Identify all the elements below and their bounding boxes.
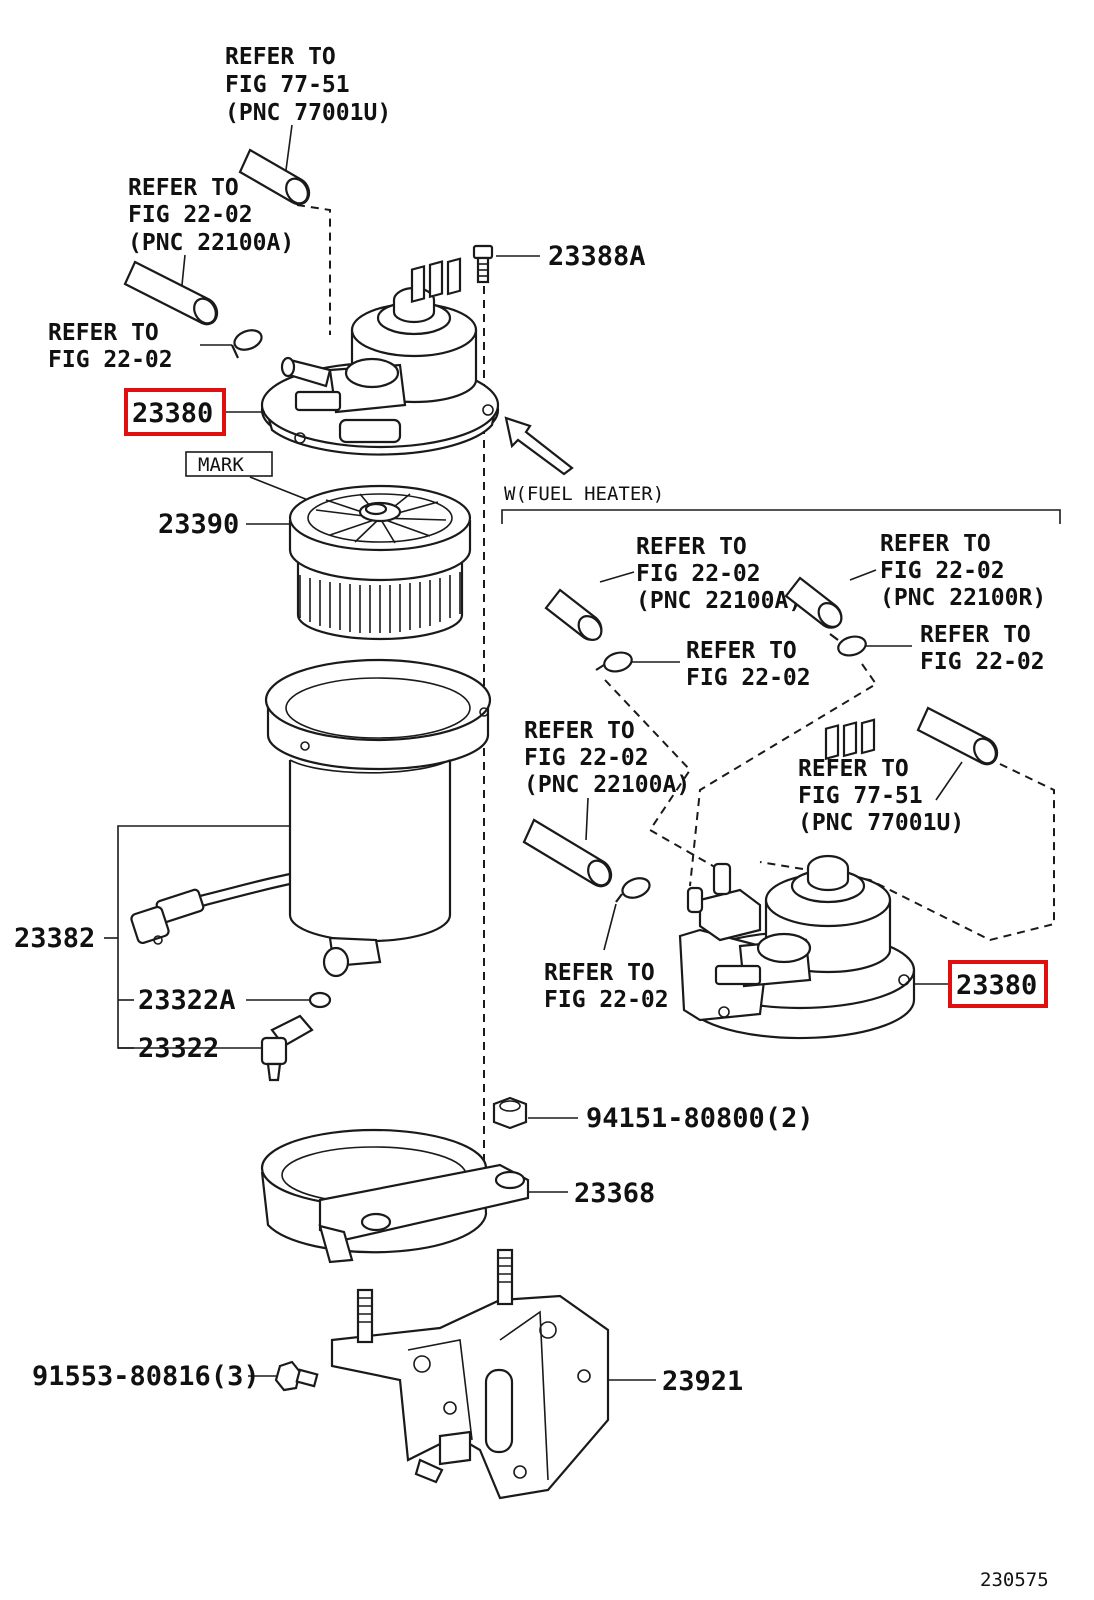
clamp-ring — [260, 1128, 530, 1264]
filter-cap-right — [678, 718, 916, 1040]
bolt-icon — [274, 1360, 319, 1392]
hose-icon — [522, 818, 613, 888]
ref-line: REFER TO — [636, 534, 747, 560]
clamp-icon — [231, 329, 263, 359]
part-23380-label-left: 23380 — [132, 398, 213, 429]
ref-22-02-clamp-top: REFER TO FIG 22-02 — [48, 320, 173, 373]
ref-line: FIG 22-02 — [544, 987, 669, 1013]
ref-line: FIG 22-02 — [636, 561, 761, 587]
o-ring-icon — [308, 991, 332, 1009]
filter-element — [288, 484, 472, 641]
ref-line: REFER TO — [225, 44, 336, 70]
ref-line: FIG 22-02 — [524, 745, 649, 771]
part-91553-label: 91553-80816(3) — [32, 1361, 260, 1392]
figure-id: 230575 — [980, 1569, 1049, 1591]
ref-22-02-clamp-w-left: REFER TO FIG 22-02 — [686, 638, 811, 691]
ref-line: FIG 22-02 — [686, 665, 811, 691]
ref-line: REFER TO — [920, 622, 1031, 648]
part-23921-label: 23921 — [662, 1366, 743, 1397]
ref-line: (PNC 22100A) — [636, 588, 802, 614]
bolt-icon — [472, 244, 494, 284]
clamp-icon — [615, 877, 651, 903]
part-23322-label: 23322 — [138, 1033, 219, 1064]
mark-label: MARK — [185, 451, 273, 477]
hose-icon — [238, 148, 311, 206]
ref-line: (PNC 77001U) — [798, 810, 964, 836]
arrow-icon — [504, 416, 574, 476]
ref-line: (PNC 22100A) — [524, 772, 690, 798]
highlight-box — [948, 960, 1048, 1008]
ref-line: (PNC 22100A) — [128, 230, 294, 256]
ref-line: REFER TO — [544, 960, 655, 986]
clamp-icon — [595, 651, 633, 673]
ref-line: REFER TO — [686, 638, 797, 664]
ref-22-02-a-top: REFER TO FIG 22-02 (PNC 22100A) — [128, 175, 294, 256]
ref-line: FIG 77-51 — [798, 783, 923, 809]
filter-bowl — [130, 658, 492, 978]
ref-77-51-top: REFER TO FIG 77-51 (PNC 77001U) — [225, 44, 391, 126]
ref-line: FIG 22-02 — [920, 649, 1045, 675]
ref-line: REFER TO — [880, 531, 991, 557]
svg-text:MARK: MARK — [198, 454, 244, 476]
highlight-box — [124, 388, 226, 436]
drain-plug-icon — [260, 1014, 314, 1082]
ref-77-51-w: REFER TO FIG 77-51 (PNC 77001U) — [798, 756, 964, 836]
hose-icon — [544, 588, 603, 641]
ref-22-02-a-w: REFER TO FIG 22-02 (PNC 22100A) — [636, 534, 802, 614]
part-23388A-label: 23388A — [548, 241, 646, 272]
ref-line: FIG 77-51 — [225, 72, 350, 98]
part-23368-label: 23368 — [574, 1178, 655, 1209]
nut-icon — [492, 1096, 528, 1130]
hose-icon — [916, 706, 999, 766]
ref-22-02-r-w: REFER TO FIG 22-02 (PNC 22100R) — [880, 531, 1046, 611]
w-section-label: W(FUEL HEATER) — [504, 483, 664, 505]
ref-line: REFER TO — [524, 718, 635, 744]
filter-cap-left — [260, 257, 500, 456]
ref-22-02-clamp-w-bottom: REFER TO FIG 22-02 — [544, 960, 669, 1013]
ref-line: FIG 22-02 — [128, 202, 253, 228]
part-23322A-label: 23322A — [138, 985, 236, 1016]
ref-line: (PNC 77001U) — [225, 100, 391, 126]
ref-line: REFER TO — [128, 175, 239, 201]
hose-icon — [784, 576, 843, 629]
mounting-bracket — [330, 1248, 610, 1500]
ref-line: FIG 22-02 — [48, 347, 173, 373]
ref-line: REFER TO — [798, 756, 909, 782]
part-23380-label-right: 23380 — [956, 970, 1037, 1001]
hose-icon — [123, 260, 219, 326]
clamp-icon — [829, 633, 867, 657]
ref-line: FIG 22-02 — [880, 558, 1005, 584]
ref-line: (PNC 22100R) — [880, 585, 1046, 611]
part-23382-label: 23382 — [14, 923, 95, 954]
part-94151-label: 94151-80800(2) — [586, 1103, 814, 1134]
ref-line: REFER TO — [48, 320, 159, 346]
ref-22-02-a-w-lower: REFER TO FIG 22-02 (PNC 22100A) — [524, 718, 690, 798]
part-23390-label: 23390 — [158, 509, 239, 540]
ref-22-02-clamp-w-right: REFER TO FIG 22-02 — [920, 622, 1045, 675]
